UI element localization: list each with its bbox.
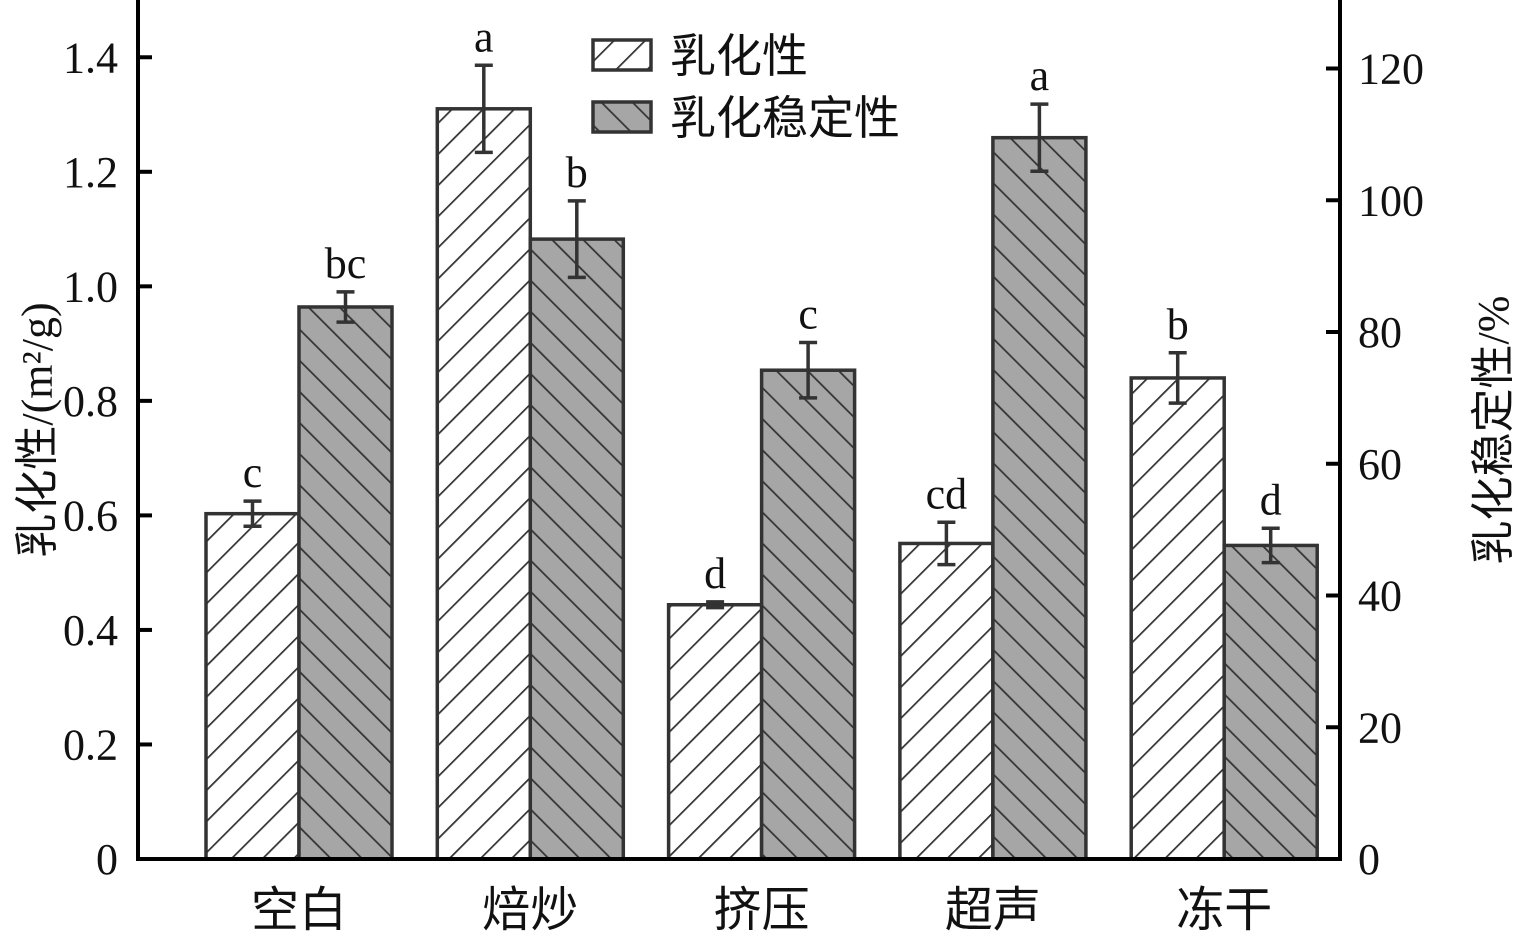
bar-emulsifying	[435, 107, 533, 861]
legend-label-emulsifying: 乳化性	[670, 31, 808, 82]
significance-label: bc	[325, 239, 367, 288]
error-bar	[336, 290, 355, 324]
y-axis-right-label: 乳化稳定性/%	[1469, 296, 1518, 565]
y-right-tick-label: 20	[1358, 703, 1402, 752]
y-left-tick-label: 0.4	[63, 606, 118, 655]
y-left-tick-label: 0.6	[63, 491, 118, 540]
axes-layer: 0 0.2 0.4 0.6 0.8 1.0 1.2 1.4 0 20 40 60 80 100 120 空白 焙…	[63, 0, 1424, 937]
significance-label: c	[243, 448, 263, 497]
significance-label: b	[566, 148, 588, 197]
error-bar	[799, 340, 818, 400]
y-right-tick-label: 60	[1358, 440, 1402, 489]
error-bar	[1030, 102, 1049, 174]
legend-label-stability: 乳化稳定性	[670, 93, 900, 144]
y-right-tick-label: 80	[1358, 308, 1402, 357]
significance-label: b	[1167, 300, 1189, 349]
y-right-tick-label: 40	[1358, 572, 1402, 621]
bar-emulsifying	[666, 602, 764, 861]
y-left-tick-label: 0.8	[63, 377, 118, 426]
legend-swatch-emulsifying	[591, 38, 653, 72]
y-right-tick-label: 120	[1358, 45, 1424, 94]
error-bar	[243, 499, 262, 529]
y-left-tick-label: 1.2	[63, 148, 118, 197]
x-tick-label: 空白	[251, 884, 347, 937]
error-bar	[937, 520, 956, 567]
y-right-tick-label: 0	[1358, 835, 1380, 884]
bar-emulsifying	[1129, 376, 1226, 861]
y-left-tick-label: 1.4	[63, 33, 118, 82]
bar-emulsifying	[204, 511, 301, 861]
bar-stability	[1222, 543, 1319, 861]
error-bar	[706, 600, 725, 610]
significance-label: a	[1030, 51, 1050, 100]
significance-label: c	[798, 290, 818, 339]
significance-label: a	[474, 12, 494, 61]
significance-label: cd	[926, 469, 968, 518]
significance-label: d	[1260, 475, 1282, 524]
x-tick-label: 超声	[945, 884, 1041, 937]
x-tick-label: 焙炒	[482, 884, 578, 937]
error-bar	[567, 199, 586, 280]
error-bar	[474, 63, 493, 155]
y-right-tick-label: 100	[1358, 176, 1424, 225]
y-left-tick-label: 1.0	[63, 262, 118, 311]
x-tick-label: 冻干	[1176, 884, 1272, 937]
y-left-tick-label: 0.2	[63, 720, 118, 769]
y-axis-left-label: 乳化性/(m²/g)	[13, 302, 62, 557]
bar-stability	[528, 237, 626, 861]
legend-swatch-stability	[591, 100, 653, 134]
bar-emulsifying	[898, 541, 995, 861]
significance-label: d	[704, 549, 726, 598]
bar-stability	[297, 305, 394, 861]
legend: 乳化性 乳化稳定性	[591, 31, 900, 144]
bar-stability	[759, 368, 857, 861]
x-tick-label: 挤压	[714, 884, 810, 937]
bar-stability	[991, 135, 1088, 861]
error-bar	[1261, 526, 1280, 565]
error-bar	[1168, 351, 1187, 405]
y-left-tick-label: 0	[96, 835, 118, 884]
